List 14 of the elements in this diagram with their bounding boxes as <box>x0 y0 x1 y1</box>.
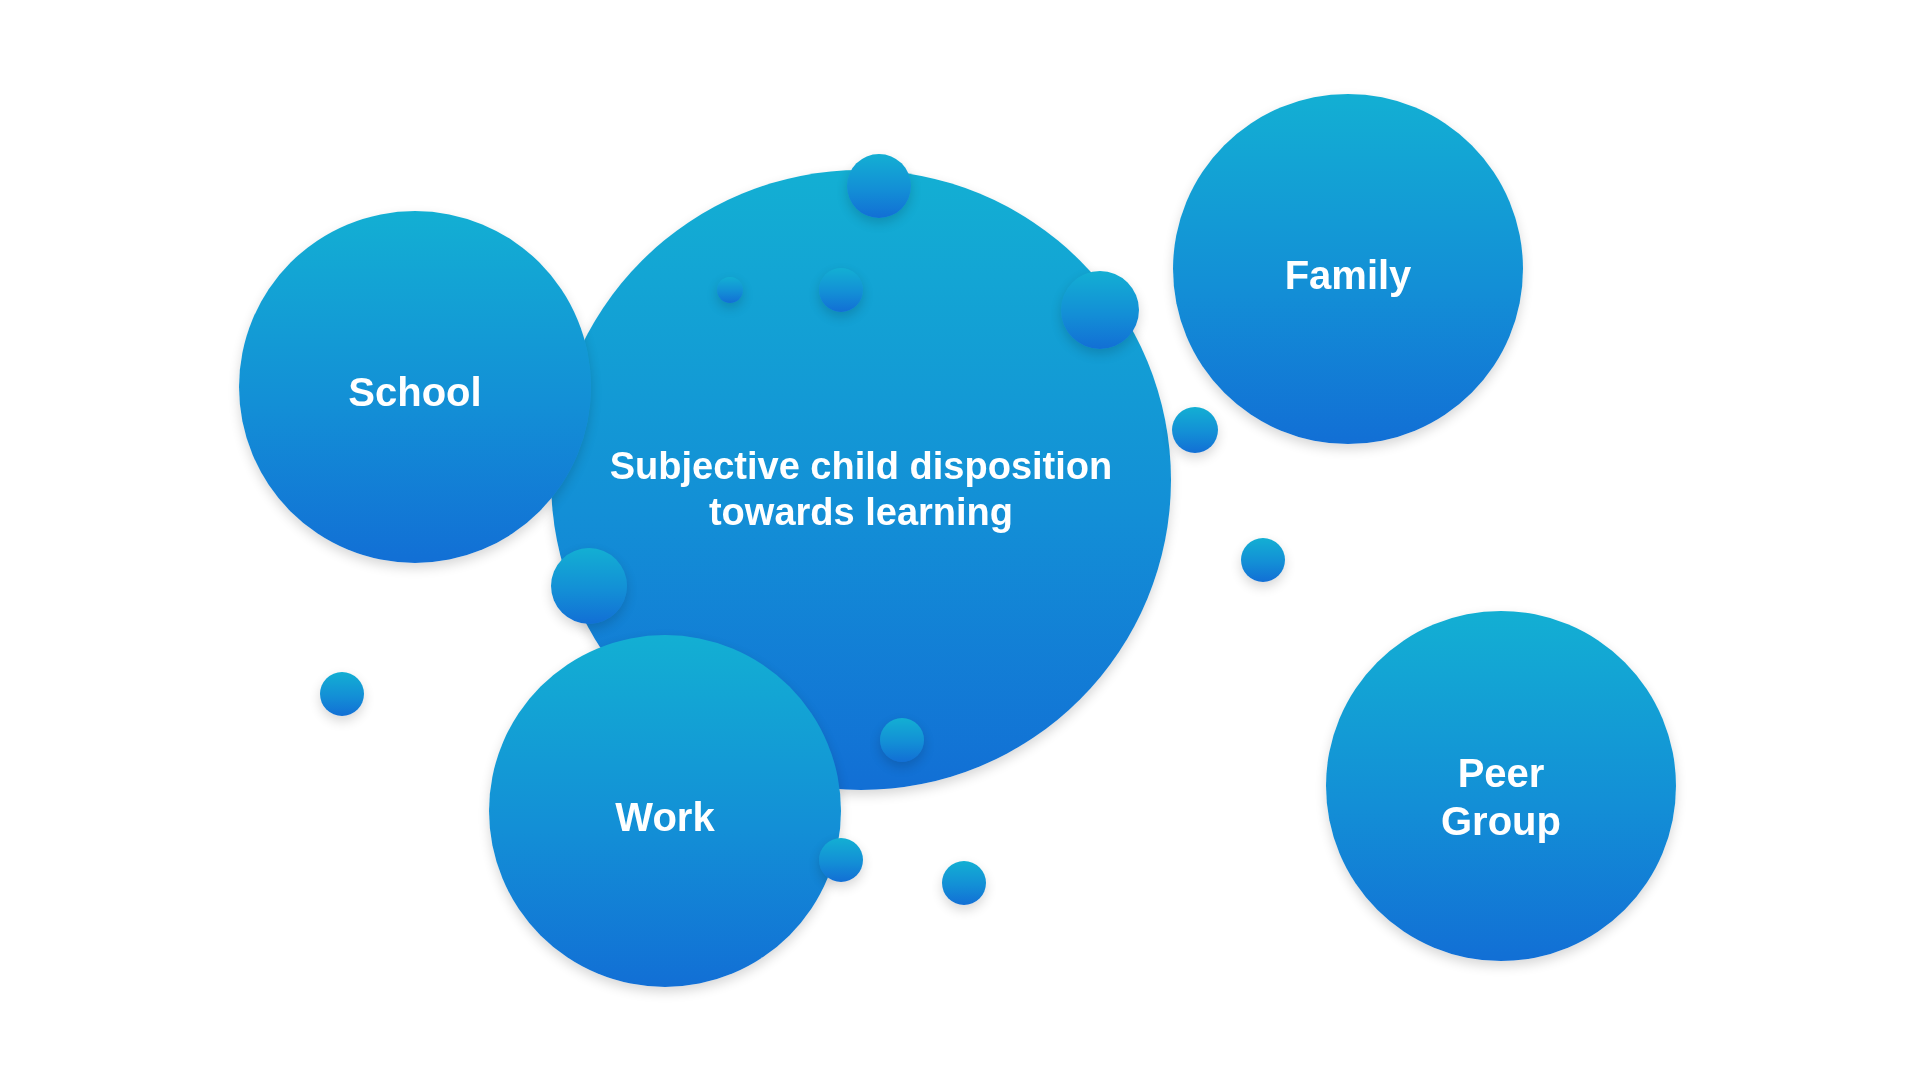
small-bubble <box>1241 538 1285 582</box>
small-bubble <box>847 154 911 218</box>
topic-label: Peer Group <box>1440 750 1562 845</box>
topic-label: Work <box>615 794 715 841</box>
small-bubble <box>1172 407 1218 453</box>
small-bubble <box>819 268 863 312</box>
topic-label: Family <box>1284 252 1412 299</box>
small-bubble <box>819 838 863 882</box>
topic-label: School <box>348 369 482 416</box>
small-bubble <box>717 277 743 303</box>
small-bubble <box>320 672 364 716</box>
small-bubble <box>942 861 986 905</box>
small-bubble <box>880 718 924 762</box>
topic-label: Subjective child disposition towards learning <box>608 444 1114 535</box>
